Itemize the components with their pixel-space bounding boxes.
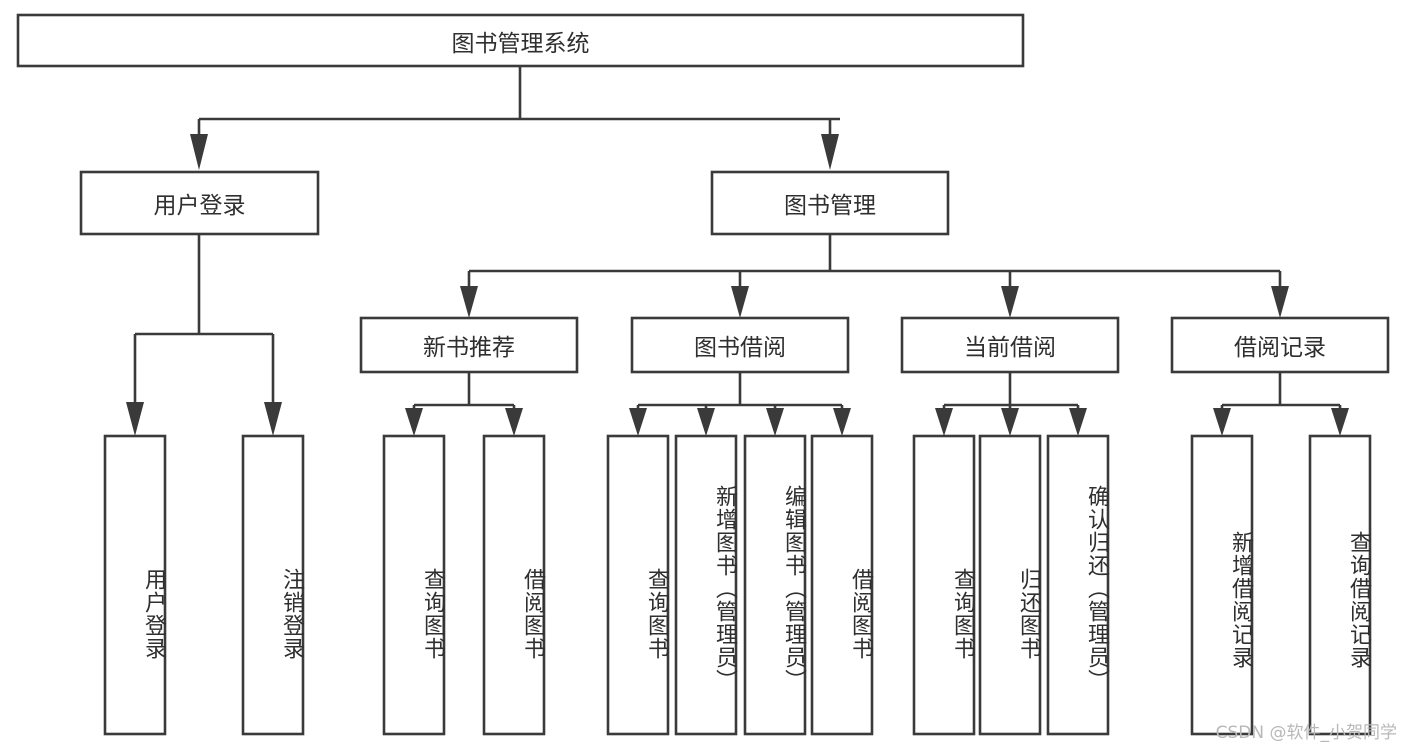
node-current-borrow[interactable]	[900, 316, 1120, 374]
node-leaf-currentborrow-confirm-return[interactable]	[1046, 434, 1110, 736]
arrow-head-newbook-leaf-1	[405, 408, 423, 436]
node-leaf-bookborrow-edit-book[interactable]	[743, 434, 807, 736]
arrow-head-bookborrow-leaf-2	[697, 408, 715, 436]
node-leaf-currentborrow-query-book[interactable]	[912, 434, 976, 736]
arrow-head-book-borrow	[731, 286, 749, 318]
node-leaf-borrowrecord-query-record[interactable]	[1308, 434, 1372, 736]
arrow-head-currentborrow-leaf-3	[1069, 408, 1087, 436]
node-leaf-newbook-borrow-book[interactable]	[482, 434, 546, 736]
arrow-head-borrow-record	[1271, 286, 1289, 318]
node-book-manage[interactable]	[710, 170, 950, 236]
arrow-head-bookborrow-leaf-3	[766, 408, 784, 436]
node-leaf-borrowrecord-add-record[interactable]	[1190, 434, 1254, 736]
node-user-login[interactable]	[79, 170, 320, 236]
node-leaf-bookborrow-query-book[interactable]	[606, 434, 670, 736]
node-leaf-logout[interactable]	[241, 434, 305, 736]
node-leaf-newbook-query-book[interactable]	[382, 434, 446, 736]
node-leaf-currentborrow-return-book[interactable]	[978, 434, 1042, 736]
arrow-head-book-manage	[821, 134, 839, 170]
arrow-head-leaf-user-login	[126, 402, 144, 436]
arrow-head-leaf-logout	[264, 402, 282, 436]
arrow-head-borrowrecord-leaf-1	[1213, 408, 1231, 436]
node-leaf-bookborrow-add-book[interactable]	[674, 434, 738, 736]
node-leaf-bookborrow-borrow-book[interactable]	[810, 434, 874, 736]
arrow-head-bookborrow-leaf-1	[629, 408, 647, 436]
node-borrow-record[interactable]	[1170, 316, 1390, 374]
node-root-system[interactable]	[16, 13, 1025, 68]
node-new-book-recommend[interactable]	[359, 316, 579, 374]
arrow-head-borrowrecord-leaf-2	[1331, 408, 1349, 436]
arrow-head-bookborrow-leaf-4	[833, 408, 851, 436]
arrow-head-new-book	[460, 286, 478, 318]
arrow-head-newbook-leaf-2	[505, 408, 523, 436]
arrow-head-currentborrow-leaf-2	[1001, 408, 1019, 436]
arrow-head-user-login	[190, 134, 208, 170]
node-layer	[16, 13, 1390, 736]
connector-layer	[126, 66, 1349, 436]
node-leaf-user-login[interactable]	[103, 434, 167, 736]
arrow-head-current-borrow	[1001, 286, 1019, 318]
node-book-borrow[interactable]	[630, 316, 850, 374]
arrow-head-currentborrow-leaf-1	[935, 408, 953, 436]
